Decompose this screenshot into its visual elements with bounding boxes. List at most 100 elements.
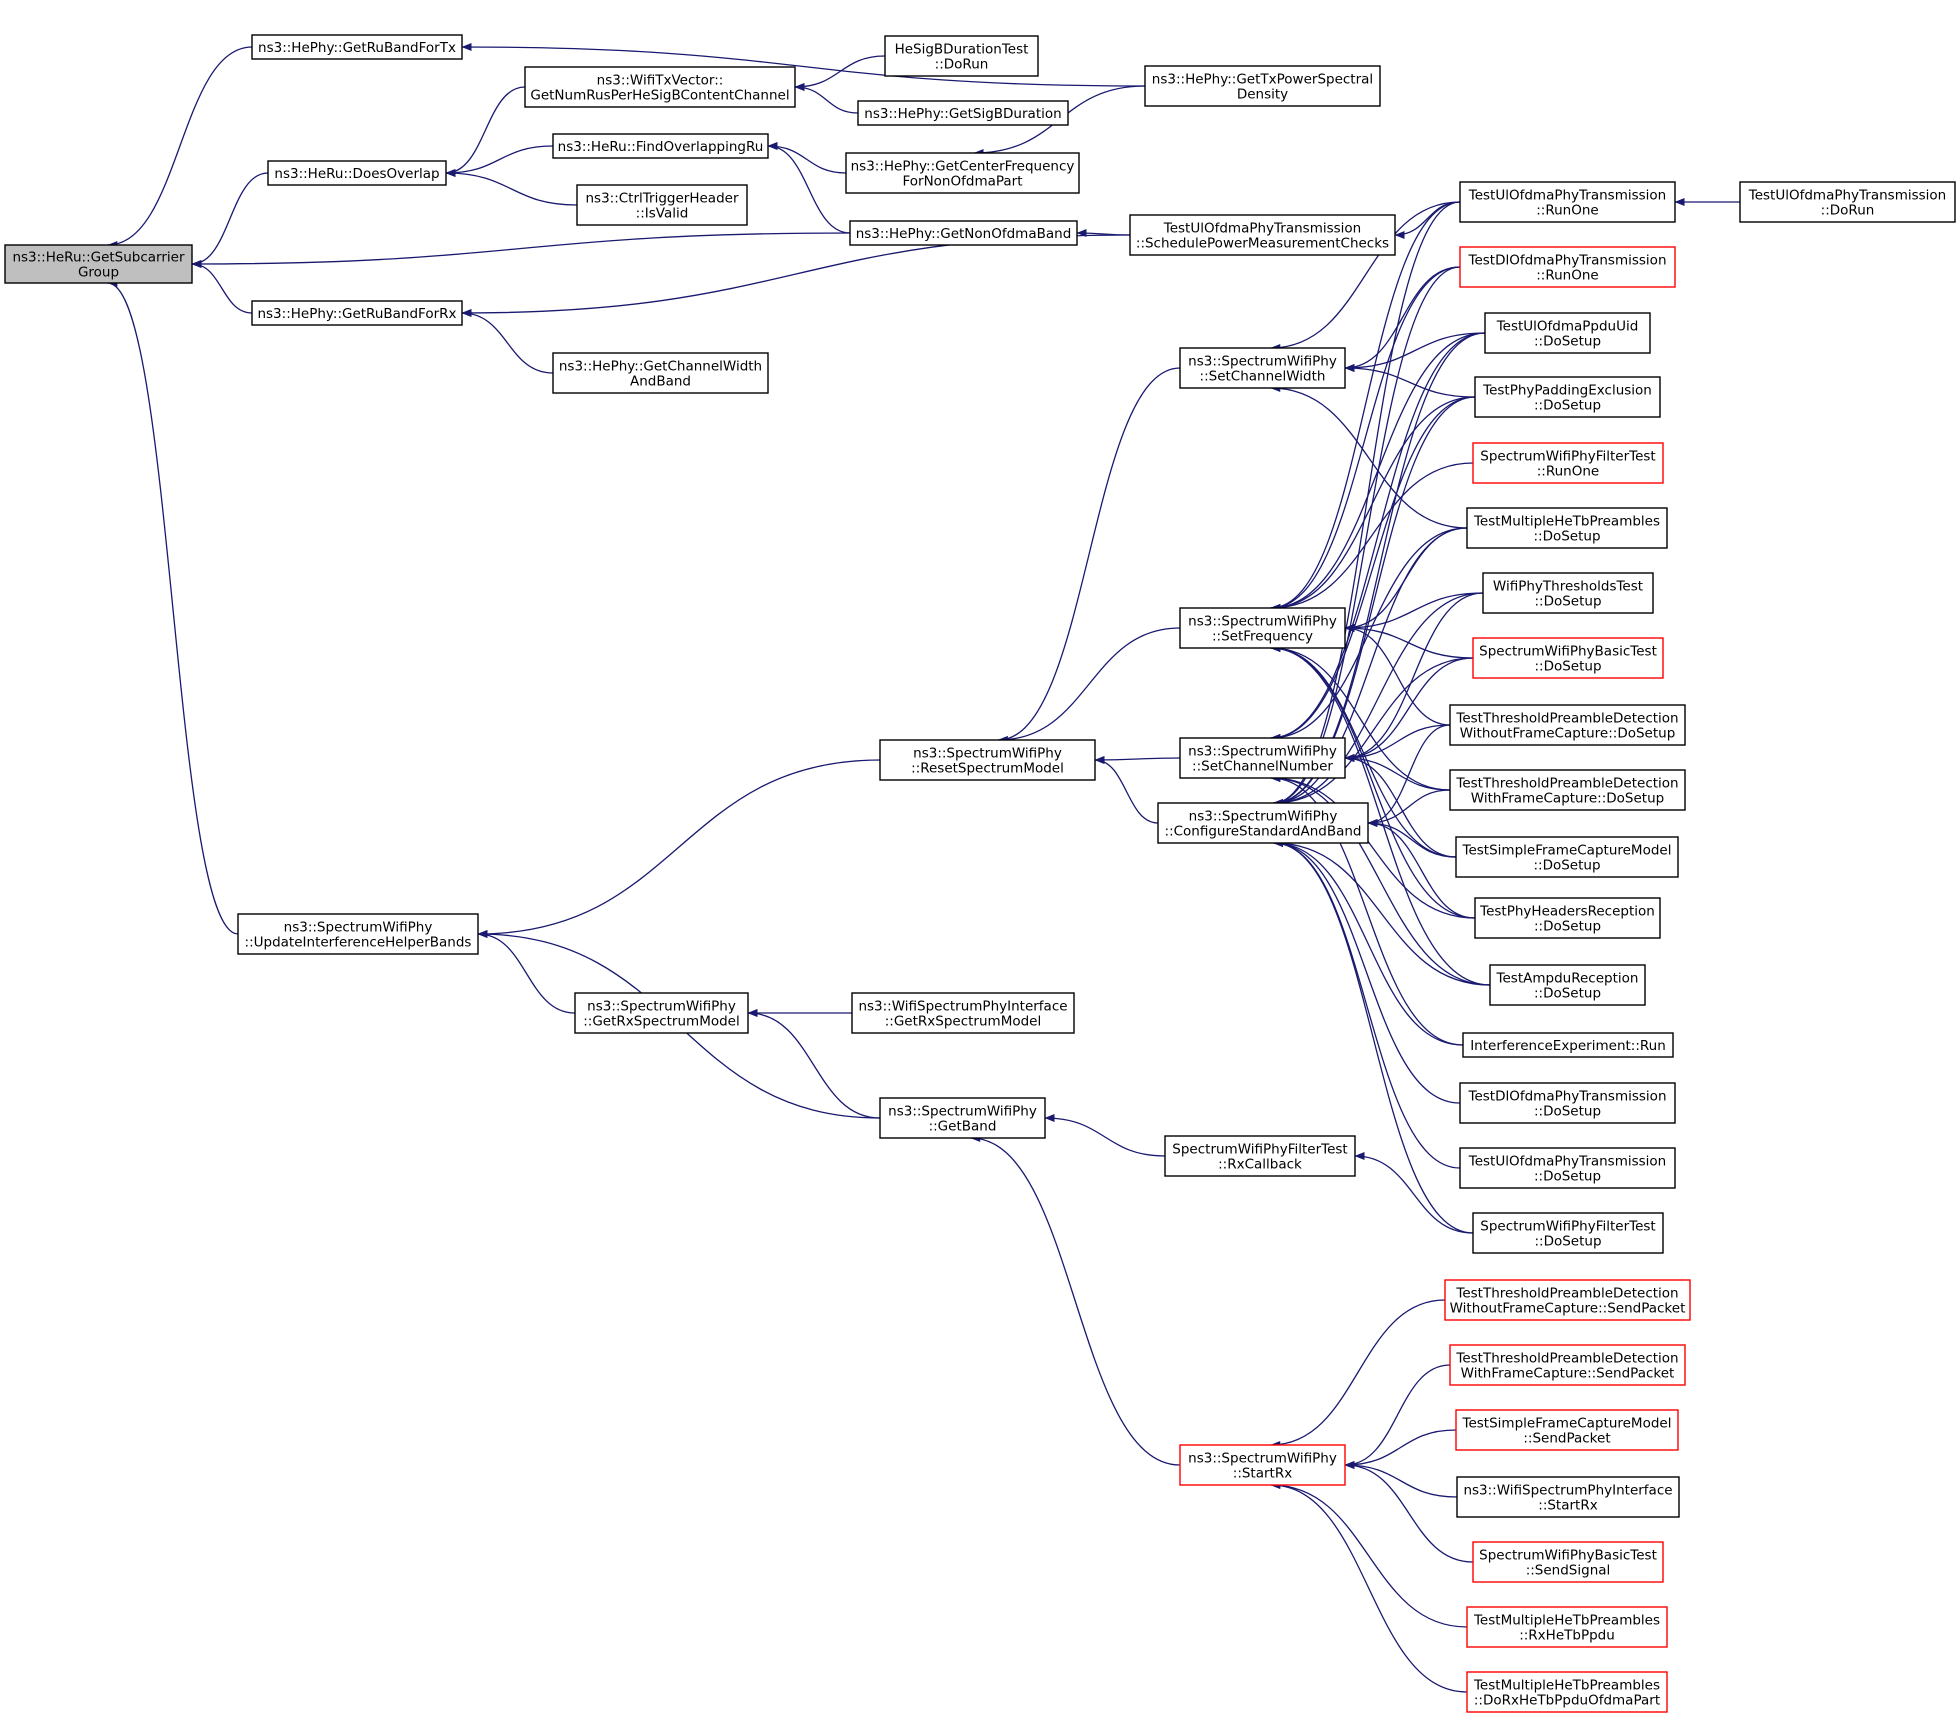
node-send-signal[interactable]: SpectrumWifiPhyBasicTest::SendSignal: [1472, 1541, 1664, 1583]
node-pad-excl[interactable]: TestPhyPaddingExclusion::DoSetup: [1474, 376, 1661, 418]
node-start-rx[interactable]: ns3::SpectrumWifiPhy::StartRx: [1179, 1444, 1346, 1486]
node-box: [1472, 1212, 1664, 1254]
node-label: ns3::SpectrumWifiPhy: [1189, 809, 1338, 825]
node-label: ::SendPacket: [1523, 1431, 1610, 1447]
node-label: WithoutFrameCapture::SendPacket: [1450, 1301, 1686, 1317]
edge-ulRunOne-to-cfgStd: [1273, 201, 1461, 807]
node-thr-with[interactable]: TestThresholdPreambleDetectionWithFrameC…: [1449, 769, 1686, 811]
edge-ulRunOne-to-setChWidth: [1270, 201, 1461, 352]
node-sched-power[interactable]: TestUlOfdmaPhyTransmission::SchedulePowe…: [1129, 214, 1396, 256]
node-label: ns3::HeRu::FindOverlappingRu: [558, 139, 764, 155]
node-dl-run-one[interactable]: TestDlOfdmaPhyTransmission::RunOne: [1459, 246, 1676, 288]
node-hdr-recep[interactable]: TestPhyHeadersReception::DoSetup: [1474, 897, 1661, 939]
node-label: WithFrameCapture::DoSetup: [1471, 791, 1664, 807]
node-box: [879, 1097, 1046, 1139]
node-iface-start-rx[interactable]: ns3::WifiSpectrumPhyInterface::StartRx: [1456, 1476, 1680, 1518]
node-label: ns3::WifiTxVector::: [597, 73, 724, 89]
node-label: ::DoRxHeTbPpduOfdmaPart: [1474, 1693, 1660, 1709]
node-if-exp[interactable]: InterferenceExperiment::Run: [1462, 1032, 1674, 1058]
node-label: ::RunOne: [1537, 464, 1599, 480]
node-ppdu-uid[interactable]: TestUlOfdmaPpduUid::DoSetup: [1484, 312, 1651, 354]
node-find-overlap[interactable]: ns3::HeRu::FindOverlappingRu: [552, 133, 769, 159]
node-label: ::ResetSpectrumModel: [911, 761, 1064, 777]
node-ul-setup[interactable]: TestUlOfdmaPhyTransmission::DoSetup: [1459, 1147, 1676, 1189]
node-get-rx-spec[interactable]: ns3::SpectrumWifiPhy::GetRxSpectrumModel: [574, 992, 749, 1034]
edge-sendSimple-to-startRx: [1344, 1429, 1457, 1469]
edge-thrWithout-to-cfgStd: [1367, 724, 1451, 827]
node-filter-setup[interactable]: SpectrumWifiPhyFilterTest::DoSetup: [1472, 1212, 1664, 1254]
node-simple-fc[interactable]: TestSimpleFrameCaptureModel::DoSetup: [1455, 836, 1679, 878]
node-label: AndBand: [630, 374, 691, 390]
node-label: ::GetBand: [929, 1119, 997, 1135]
node-box: [1474, 897, 1661, 939]
node-send-with[interactable]: TestThresholdPreambleDetectionWithFrameC…: [1449, 1344, 1686, 1386]
node-ampdu[interactable]: TestAmpduReception::DoSetup: [1489, 964, 1646, 1006]
edge-basicTestSetup-to-setChNum: [1344, 657, 1474, 762]
node-rx-he-tb[interactable]: TestMultipleHeTbPreambles::RxHeTbPpdu: [1466, 1606, 1668, 1648]
node-box: [237, 913, 479, 955]
node-cfg-std[interactable]: ns3::SpectrumWifiPhy::ConfigureStandardA…: [1157, 802, 1369, 844]
node-label: ns3::HeRu::DoesOverlap: [274, 166, 439, 182]
node-box: [1466, 1606, 1668, 1648]
node-sigb-dur[interactable]: ns3::HePhy::GetSigBDuration: [857, 100, 1069, 126]
node-box: [1449, 769, 1686, 811]
node-box: [1462, 1032, 1674, 1058]
node-box: [251, 300, 463, 326]
node-num-rus[interactable]: ns3::WifiTxVector::GetNumRusPerHeSigBCon…: [524, 66, 796, 108]
node-multi-he-tb-setup[interactable]: TestMultipleHeTbPreambles::DoSetup: [1466, 507, 1668, 549]
node-thr-without[interactable]: TestThresholdPreambleDetectionWithoutFra…: [1449, 704, 1686, 746]
node-iface-rx-spec[interactable]: ns3::WifiSpectrumPhyInterface::GetRxSpec…: [851, 992, 1075, 1034]
node-basic-test-setup[interactable]: SpectrumWifiPhyBasicTest::DoSetup: [1472, 637, 1664, 679]
node-label: Density: [1237, 87, 1288, 103]
node-upd-if[interactable]: ns3::SpectrumWifiPhy::UpdateInterference…: [237, 913, 479, 955]
node-ru-rx[interactable]: ns3::HePhy::GetRuBandForRx: [251, 300, 463, 326]
edge-sendWithout-to-startRx: [1270, 1299, 1446, 1449]
node-label: TestUlOfdmaPpduUid: [1496, 319, 1639, 335]
node-label: SpectrumWifiPhyBasicTest: [1479, 644, 1657, 660]
node-label: ns3::HePhy::GetTxPowerSpectral: [1152, 72, 1373, 88]
edge-layer: [107, 43, 1741, 1693]
node-set-ch-num[interactable]: ns3::SpectrumWifiPhy::SetChannelNumber: [1179, 737, 1346, 779]
node-box: [1474, 376, 1661, 418]
node-box: [857, 100, 1069, 126]
node-filter-run-one[interactable]: SpectrumWifiPhyFilterTest::RunOne: [1472, 442, 1664, 484]
node-label: ::IsValid: [636, 206, 689, 222]
node-set-ch-width[interactable]: ns3::SpectrumWifiPhy::SetChannelWidth: [1179, 347, 1346, 389]
node-label: TestUlOfdmaPhyTransmission: [1748, 188, 1946, 204]
node-rx-callback[interactable]: SpectrumWifiPhyFilterTest::RxCallback: [1164, 1135, 1356, 1177]
edge-ampdu-to-cfgStd: [1273, 839, 1491, 986]
node-thr-test[interactable]: WifiPhyThresholdsTest::DoSetup: [1482, 572, 1654, 614]
node-sigb-test[interactable]: HeSigBDurationTest::DoRun: [884, 35, 1039, 77]
node-ru-tx[interactable]: ns3::HePhy::GetRuBandForTx: [251, 34, 463, 60]
node-label: ::SchedulePowerMeasurementChecks: [1136, 236, 1389, 252]
node-label: TestMultipleHeTbPreambles: [1473, 1678, 1660, 1694]
edge-getBand-to-getRxSpec: [747, 1009, 881, 1119]
node-ul-run-one[interactable]: TestUlOfdmaPhyTransmission::RunOne: [1459, 181, 1676, 223]
node-send-without[interactable]: TestThresholdPreambleDetectionWithoutFra…: [1444, 1279, 1691, 1321]
node-non-ofdma[interactable]: ns3::HePhy::GetNonOfdmaBand: [849, 220, 1078, 246]
edge-sigbDur-to-numRus: [794, 83, 859, 114]
edge-dlSetup-to-cfgStd: [1273, 839, 1461, 1104]
node-does-overlap[interactable]: ns3::HeRu::DoesOverlap: [267, 160, 447, 186]
node-box: [1466, 1671, 1668, 1713]
node-label: ns3::HePhy::GetSigBDuration: [864, 106, 1061, 122]
node-label: ns3::HePhy::GetChannelWidth: [559, 359, 762, 375]
node-dl-setup[interactable]: TestDlOfdmaPhyTransmission::DoSetup: [1459, 1082, 1676, 1124]
node-reset-spec[interactable]: ns3::SpectrumWifiPhy::ResetSpectrumModel: [879, 739, 1096, 781]
node-center-freq[interactable]: ns3::HePhy::GetCenterFrequencyForNonOfdm…: [845, 152, 1080, 194]
node-label: ::SetChannelNumber: [1192, 759, 1333, 775]
edge-trigValid-to-doesOverlap: [445, 169, 578, 206]
node-layer: ns3::HeRu::GetSubcarrierGroupns3::HePhy:…: [4, 34, 1956, 1713]
node-do-rx-he-tb[interactable]: TestMultipleHeTbPreambles::DoRxHeTbPpduO…: [1466, 1671, 1668, 1713]
node-label: ::RunOne: [1536, 268, 1598, 284]
node-ul-do-run[interactable]: TestUlOfdmaPhyTransmission::DoRun: [1739, 181, 1956, 223]
node-label: TestSimpleFrameCaptureModel: [1462, 843, 1672, 859]
node-trig-valid[interactable]: ns3::CtrlTriggerHeader::IsValid: [576, 184, 748, 226]
node-get-band[interactable]: ns3::SpectrumWifiPhy::GetBand: [879, 1097, 1046, 1139]
node-set-freq[interactable]: ns3::SpectrumWifiPhy::SetFrequency: [1179, 607, 1346, 649]
node-label: ns3::SpectrumWifiPhy: [1188, 354, 1337, 370]
node-send-simple[interactable]: TestSimpleFrameCaptureModel::SendPacket: [1455, 1409, 1679, 1451]
